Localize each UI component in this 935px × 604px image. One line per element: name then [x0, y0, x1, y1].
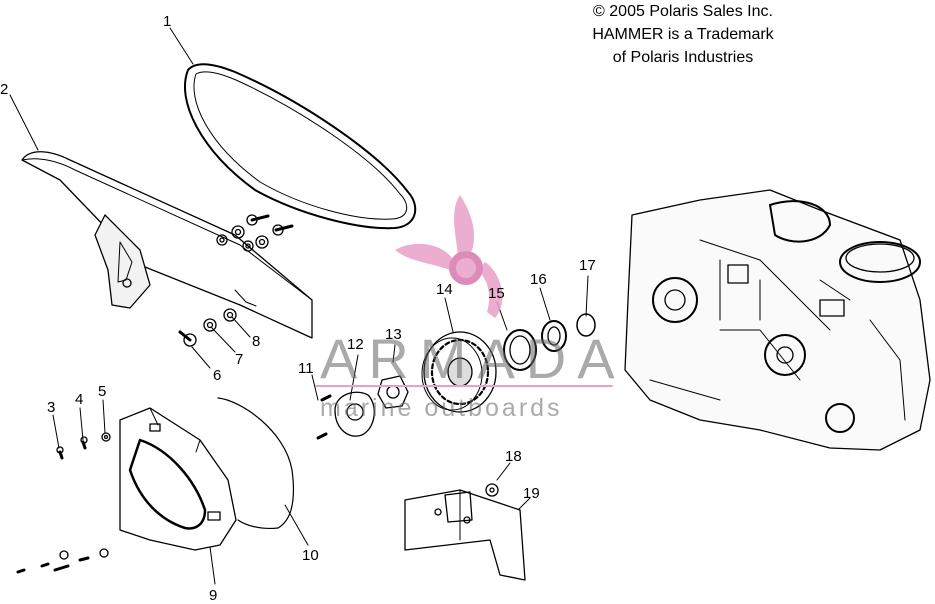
callout-3: 3 [47, 399, 56, 416]
callout-1: 1 [163, 13, 172, 30]
copyright-line-3: of Polaris Industries [612, 49, 754, 66]
sprocket [421, 331, 497, 413]
screws [16, 432, 111, 574]
callout-8: 8 [252, 333, 261, 350]
drive-belt [184, 63, 417, 230]
callout-11: 11 [298, 360, 314, 377]
callout-6: 6 [213, 367, 222, 384]
copyright-line-1: © 2005 Polaris Sales Inc. [593, 3, 773, 20]
watermark-tagline: marine outboards [320, 394, 563, 422]
gasket [217, 397, 295, 530]
callout-7: 7 [235, 351, 244, 368]
copyright-notice: © 2005 Polaris Sales Inc. HAMMER is a Tr… [548, 0, 818, 69]
callout-13: 13 [385, 326, 402, 343]
upper-guard [21, 151, 313, 339]
hub-plate [316, 375, 409, 440]
callout-17: 17 [579, 257, 596, 274]
callout-16: 16 [530, 271, 547, 288]
leader-lines [9, 27, 589, 585]
watermark-brand: ARMADA [320, 327, 626, 390]
callout-9: 9 [209, 587, 218, 604]
callout-19: 19 [523, 485, 540, 502]
callout-14: 14 [436, 281, 453, 298]
callout-18: 18 [505, 448, 522, 465]
guard-hardware [178, 214, 294, 347]
engine [624, 189, 931, 451]
callout-2: 2 [0, 81, 9, 98]
callout-4: 4 [75, 391, 84, 408]
watermark-propeller [395, 195, 503, 318]
lower-guard [119, 407, 237, 551]
copyright-line-2: HAMMER is a Trademark [592, 26, 774, 43]
bracket [404, 483, 526, 581]
callout-15: 15 [488, 285, 505, 302]
callout-12: 12 [347, 336, 364, 353]
callout-5: 5 [98, 383, 107, 400]
callout-10: 10 [302, 547, 319, 564]
seals [503, 313, 596, 371]
